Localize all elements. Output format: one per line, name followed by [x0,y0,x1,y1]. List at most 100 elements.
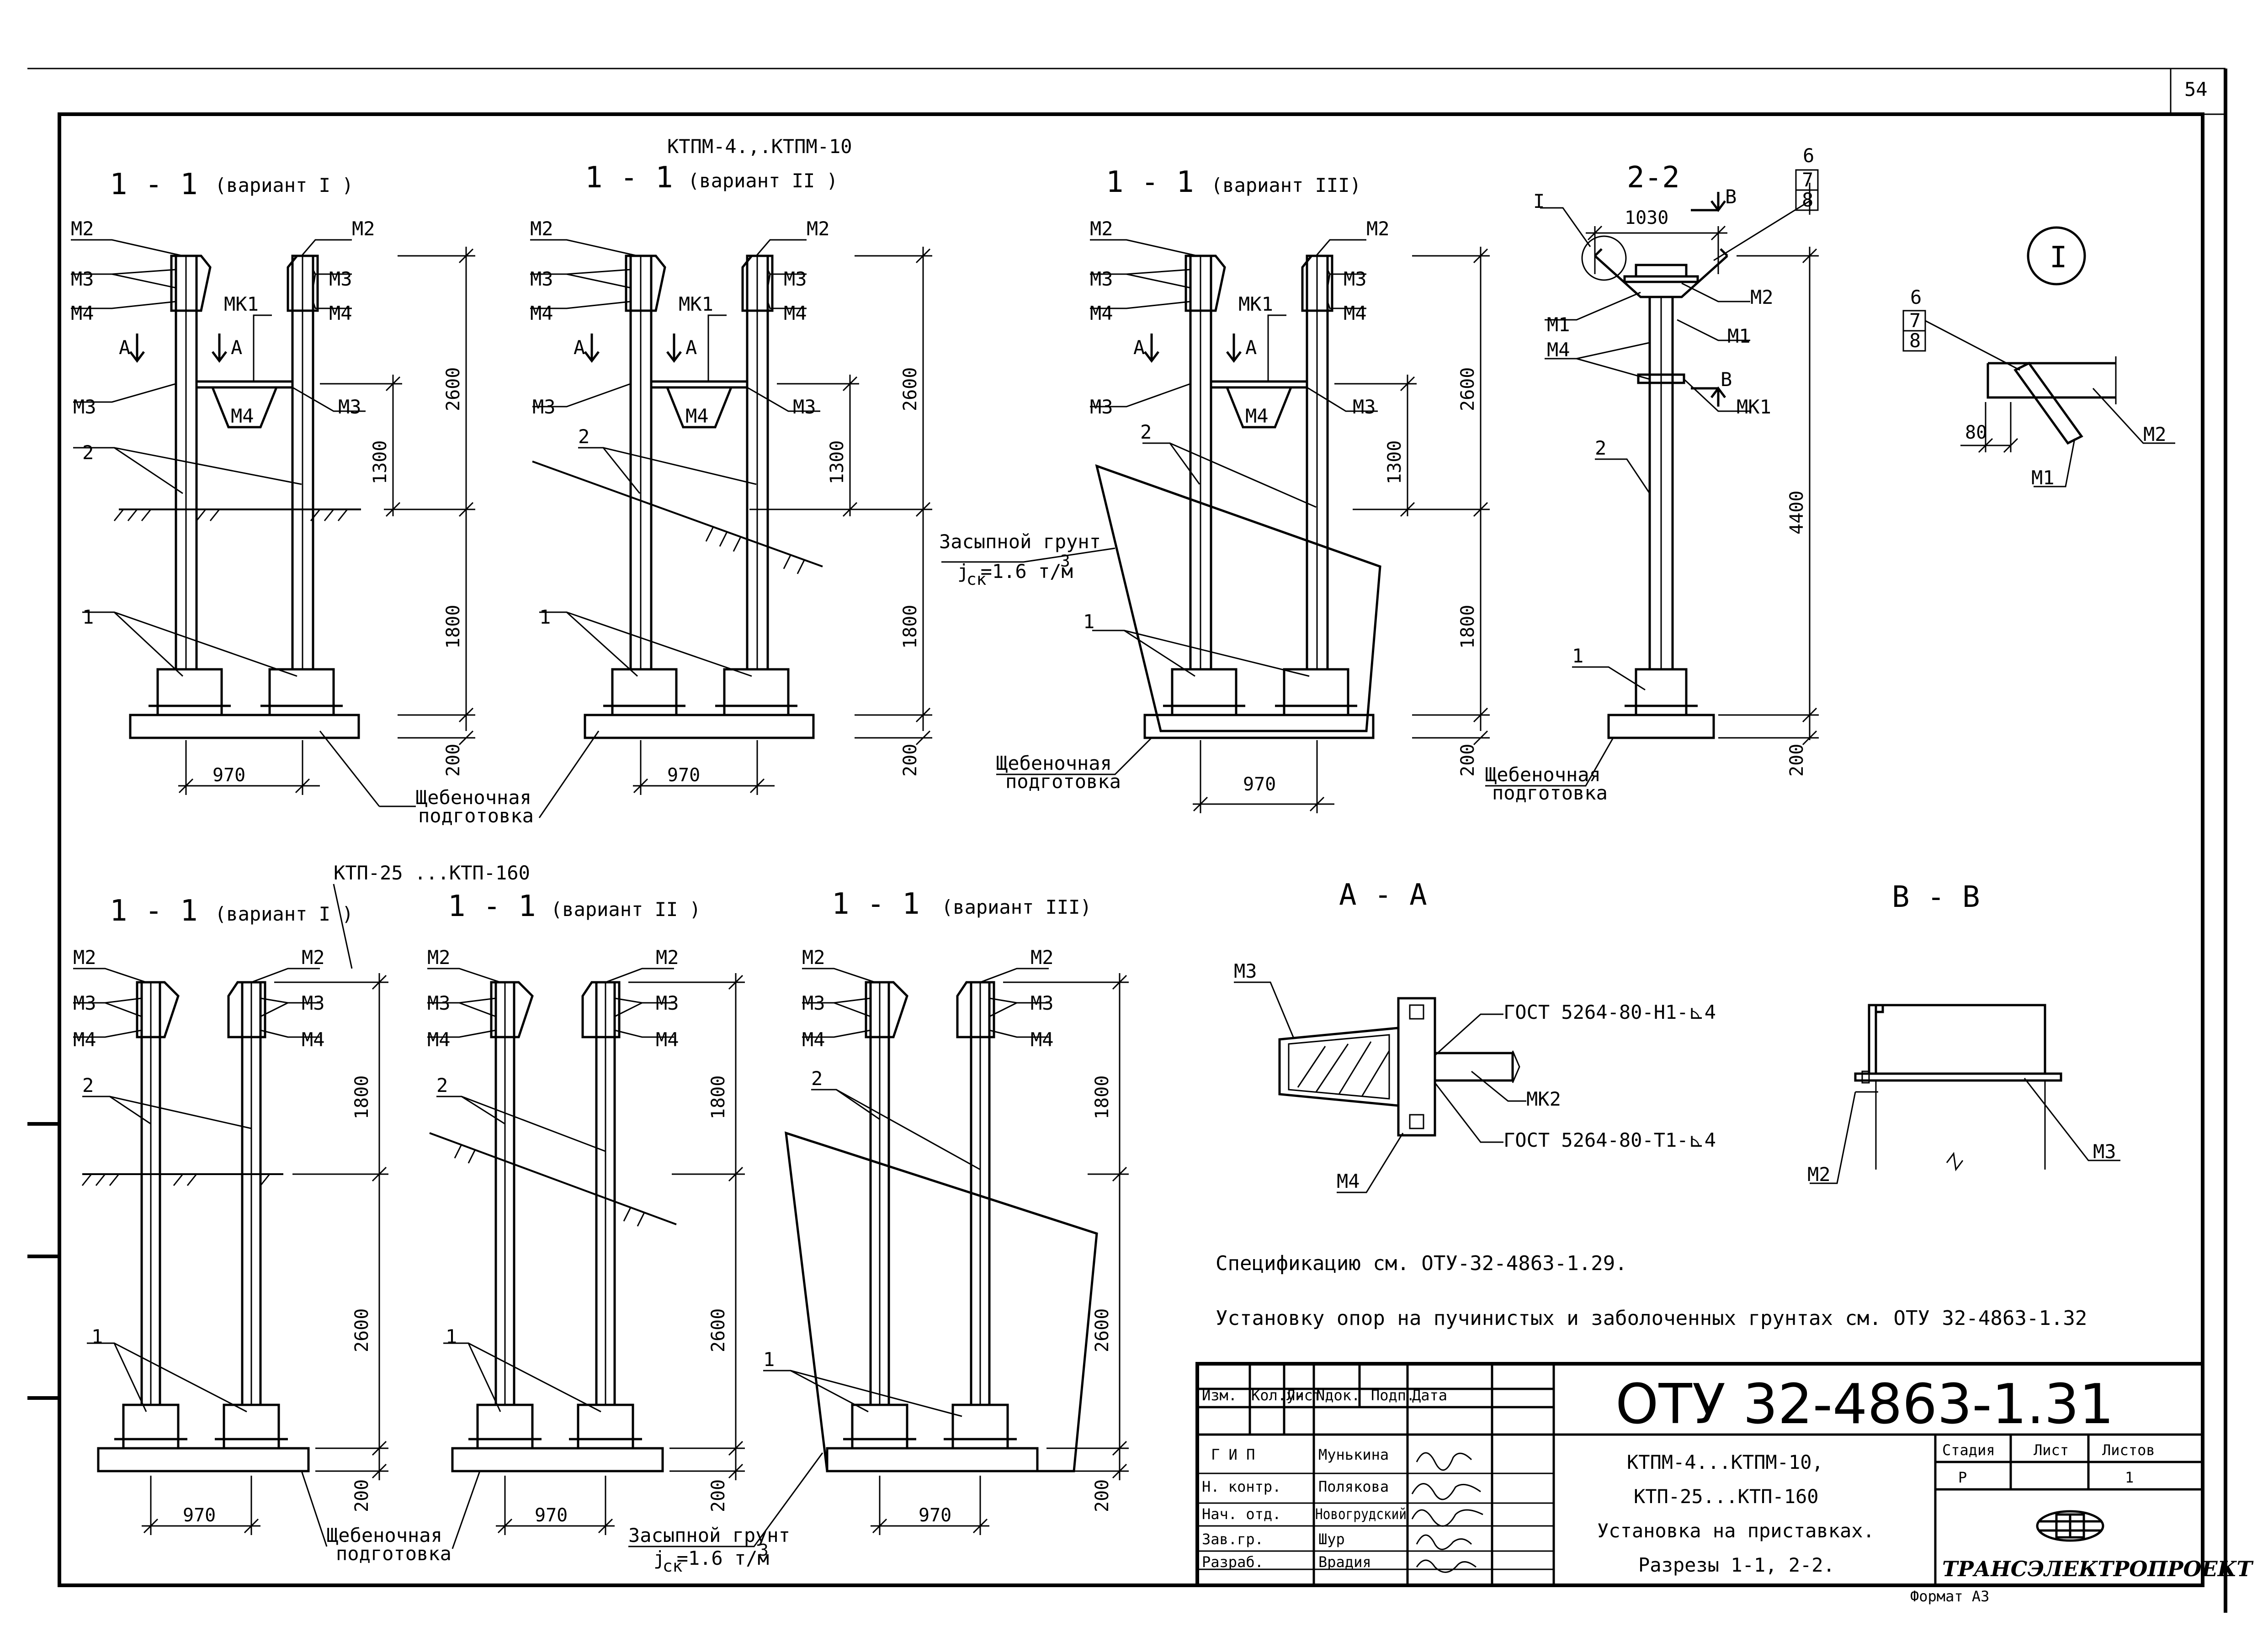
m3-label: М3 [1030,992,1054,1014]
dim-2600: 2600 [900,367,921,411]
section-title: 1 - 1 [110,894,198,928]
pos-2-label: 2 [436,1074,448,1096]
cap-left [625,254,666,312]
footing-left [851,1403,908,1450]
section-subtitle: (вариант II ) [551,898,701,921]
signatures [1411,1452,1483,1573]
tb-sheet-header: Лист [2034,1441,2069,1459]
tb-name-2: Полякова [1318,1478,1389,1495]
tb-name-4: Шур [1318,1530,1345,1548]
section-ktp-variant-3: 1 - 1 (вариант III) М2 М3 М4 [628,887,1129,1576]
section-title: 1 - 1 [585,161,673,195]
plate [1986,362,2116,399]
pos-1-label: 1 [763,1348,775,1371]
gravel-label: Щебеночная [1485,763,1601,786]
section-arrow-a: А [1133,336,1145,359]
m3-label: М3 [73,396,96,418]
cap-left [1184,254,1226,312]
pos-1-label: 1 [446,1325,457,1348]
ground-line [532,461,823,567]
section-arrow-b: В [1721,368,1732,391]
section-arrow-a: А [685,336,697,359]
m2-label: М2 [2143,423,2167,445]
sheet-frame [27,68,2227,1613]
dim-970: 970 [183,1505,216,1526]
cap-left [865,981,908,1038]
m2-label: М2 [1750,286,1774,308]
gravel-label: Щебеночная [416,786,531,809]
footing-left [476,1403,534,1450]
pos-1-label: 1 [539,606,551,628]
cap-left [136,981,180,1038]
mk1-label: МК1 [1737,396,1771,418]
dim-4400: 4400 [1786,491,1807,535]
dim-200: 200 [1092,1479,1113,1512]
m3-label: М3 [793,396,816,418]
backfill-density: j =1.6 т/м [653,1547,769,1569]
pos-2-label: 2 [811,1067,823,1090]
dim-200: 200 [351,1479,372,1512]
m4-label: М4 [802,1028,825,1051]
m3-label: М3 [1090,396,1113,418]
footing-left [156,668,223,716]
m2-label: М2 [1807,1163,1831,1186]
mk1-label: МК1 [1238,293,1273,315]
org-logo [2036,1510,2104,1542]
dim-200: 200 [708,1479,729,1512]
dim-1800: 1800 [900,605,921,649]
m4-label: М4 [231,405,254,427]
m4-label: М4 [71,302,94,324]
footing-right [223,1403,280,1450]
footing-left [611,668,678,716]
pos-1-label: 1 [1083,610,1094,633]
detail-title: I [2050,241,2067,275]
m3-label: М3 [1090,268,1113,290]
section-subtitle: (вариант III) [1211,174,1361,196]
ktpm-title: КТПМ-4.,.КТПМ-10 [667,135,852,158]
backfill-density: j =1.6 т/м [957,560,1073,583]
tb-role-gip: Г И П [1211,1446,1255,1463]
pos-1-label: 1 [82,606,94,628]
ground-line [429,1132,677,1225]
m4-label: М4 [1547,339,1570,361]
ktp-title: КТП-25 ...КТП-160 [334,862,530,884]
section-a-a: А - А М3 М4 МК2 ГОСТ 5264-80-Н1-⊾4 ГОСТ … [1234,878,1716,1193]
dim-1800: 1800 [1092,1075,1113,1119]
detail-i: I 6 7 8 80 М2 М1 [1902,226,2175,489]
tb-doc-code: ОТУ 32-4863-1.31 [1615,1373,2114,1436]
tb-header-podp: Подп. [1371,1387,1415,1404]
m2-label: М2 [802,946,825,969]
dim-1800: 1800 [1457,605,1478,649]
pos-2-label: 2 [82,1074,94,1096]
tb-header-kolich: Кол.уч [1251,1387,1304,1404]
gravel-bed [129,714,360,739]
dim-2600: 2600 [351,1308,372,1352]
section-title: 2-2 [1627,161,1680,195]
m2-label: М2 [1366,217,1390,240]
tb-stage-header: Стадия [1942,1441,1995,1459]
dim-1800: 1800 [351,1075,372,1119]
gost-label-1: ГОСТ 5264-80-Н1-⊾4 [1503,1001,1716,1023]
dim-200: 200 [900,744,921,777]
dim-2600: 2600 [443,367,464,411]
tb-header-ndok: Nдок. [1316,1387,1360,1404]
tb-header-data: Дата [1412,1387,1447,1404]
gravel-bed [97,1447,310,1472]
section-ktpm-variant-3: 1 - 1 (вариант III) [939,165,1490,813]
m2-label: М2 [71,217,94,240]
dim-1030: 1030 [1625,207,1668,228]
m4-label: М4 [1245,405,1269,427]
section-subtitle: (вариант II ) [688,169,838,192]
pos-6-label: 6 [1803,144,1814,167]
m2-label: М2 [656,946,679,969]
m4-label: М4 [685,405,709,427]
tb-desc-2: КТП-25...КТП-160 [1634,1485,1819,1508]
cap-right [581,981,621,1038]
bracket [1594,248,1728,298]
dim-80: 80 [1965,422,1987,443]
transformer-body [1875,1004,2046,1075]
backfill-superscript: 3 [759,1541,769,1560]
backfill-superscript: 3 [1060,552,1070,571]
section-title: В - В [1892,880,1980,914]
